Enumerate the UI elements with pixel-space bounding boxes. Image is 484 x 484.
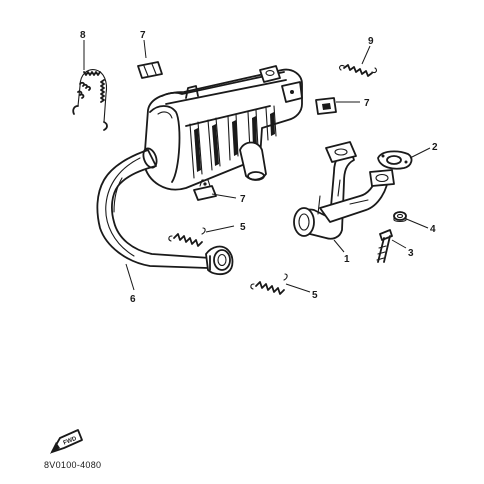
muffler xyxy=(143,65,303,191)
muffler-ribs xyxy=(189,105,277,179)
callout-7-bottom: 7 xyxy=(240,194,246,205)
damper-top xyxy=(137,61,163,79)
diagram-code: 8V0100-4080 xyxy=(44,460,102,470)
spring-8 xyxy=(72,69,108,131)
gasket xyxy=(377,150,413,170)
callout-7-top: 7 xyxy=(140,30,146,41)
spring-9 xyxy=(339,64,377,77)
bolt xyxy=(376,229,393,263)
leader-lines xyxy=(83,39,431,293)
callout-9: 9 xyxy=(368,36,374,47)
callout-3: 3 xyxy=(408,248,414,259)
callout-1: 1 xyxy=(344,254,350,265)
callout-4: 4 xyxy=(430,224,436,235)
callout-2: 2 xyxy=(432,142,438,153)
spring-5-lower xyxy=(250,273,288,295)
forward-label: FWD xyxy=(63,436,79,447)
washer xyxy=(393,211,407,223)
damper-right xyxy=(315,97,337,115)
damper-bottom xyxy=(193,179,217,201)
callout-7-right: 7 xyxy=(364,98,370,109)
callout-6: 6 xyxy=(130,294,136,305)
callout-5-upper: 5 xyxy=(240,222,246,233)
spring-5-upper xyxy=(168,227,206,247)
callout-8: 8 xyxy=(80,30,86,41)
exhaust-manifold xyxy=(293,141,395,240)
exhaust-pipe xyxy=(96,147,234,276)
callouts: 1 2 3 4 5 5 6 7 7 7 8 9 xyxy=(80,30,438,305)
forward-arrow-icon: FWD xyxy=(50,429,83,454)
callout-5-lower: 5 xyxy=(312,290,318,301)
